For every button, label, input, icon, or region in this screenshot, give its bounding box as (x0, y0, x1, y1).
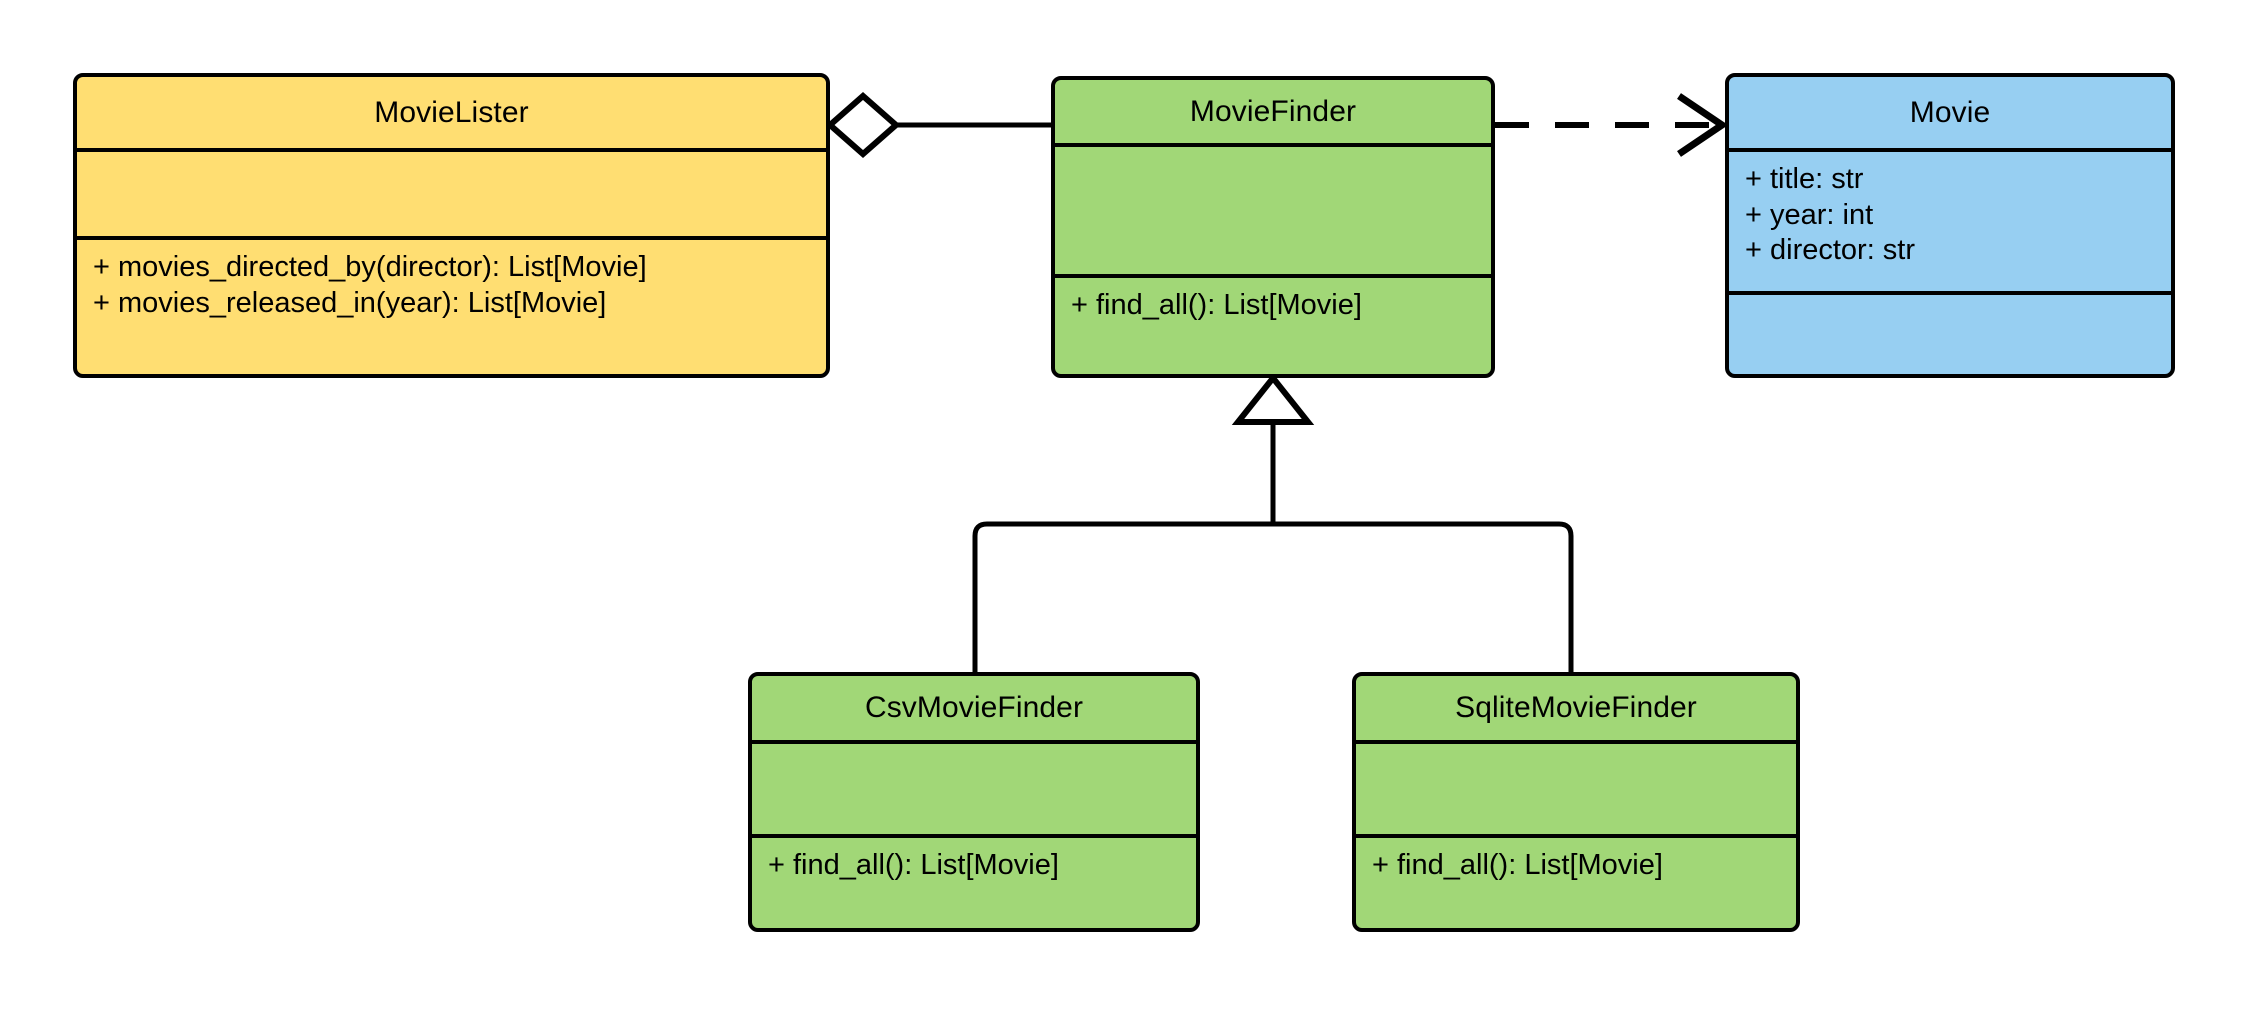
hollow-diamond-icon (825, 92, 901, 158)
attribute-row: + year: int (1745, 198, 1874, 231)
class-box-csvmoviefinder[interactable]: CsvMovieFinder + find_all(): List[Movie] (748, 672, 1200, 932)
class-name-movie: Movie (1909, 95, 1991, 129)
method-row: + movies_released_in(year): List[Movie] (93, 286, 607, 319)
attribute-row: + title: str (1745, 163, 1864, 195)
attributes-compartment-sqlitemoviefinder (1356, 740, 1796, 834)
class-name-moviefinder: MovieFinder (1189, 94, 1357, 128)
methods-compartment-moviefinder: + find_all(): List[Movie] (1055, 274, 1491, 374)
class-box-movielister[interactable]: MovieLister + movies_directed_by(directo… (73, 73, 830, 378)
dependency-edge-moviefinder-movie (1495, 93, 1729, 157)
method-row: + find_all(): List[Movie] (1372, 849, 1663, 881)
class-name-csvmoviefinder: CsvMovieFinder (864, 691, 1084, 724)
class-box-movie[interactable]: Movie + title: str + year: int + directo… (1725, 73, 2175, 378)
attributes-compartment-movielister (77, 148, 826, 236)
method-row: + find_all(): List[Movie] (1071, 289, 1362, 321)
generalization-edge-tree (972, 373, 1574, 672)
methods-compartment-movielister: + movies_directed_by(director): List[Mov… (77, 236, 826, 374)
class-name-movielister: MovieLister (374, 95, 529, 129)
generalization-bus (972, 521, 1574, 672)
attributes-compartment-movie: + title: str + year: int + director: str (1729, 148, 2171, 291)
methods-compartment-csvmoviefinder: + find_all(): List[Movie] (752, 834, 1196, 928)
methods-compartment-sqlitemoviefinder: + find_all(): List[Movie] (1356, 834, 1796, 928)
aggregation-edge-movielister-moviefinder (825, 92, 1051, 158)
class-name-sqlitemoviefinder: SqliteMovieFinder (1455, 691, 1697, 724)
class-box-sqlitemoviefinder[interactable]: SqliteMovieFinder + find_all(): List[Mov… (1352, 672, 1800, 932)
class-box-moviefinder[interactable]: MovieFinder + find_all(): List[Movie] (1051, 76, 1495, 378)
attributes-compartment-csvmoviefinder (752, 740, 1196, 834)
methods-compartment-movie (1729, 291, 2171, 374)
open-arrow-icon (1677, 93, 1729, 157)
method-row: + find_all(): List[Movie] (768, 849, 1059, 881)
hollow-triangle-icon (1231, 373, 1315, 425)
attribute-row: + director: str (1745, 234, 1916, 267)
attributes-compartment-moviefinder (1055, 143, 1491, 274)
method-row: + movies_directed_by(director): List[Mov… (93, 251, 647, 283)
